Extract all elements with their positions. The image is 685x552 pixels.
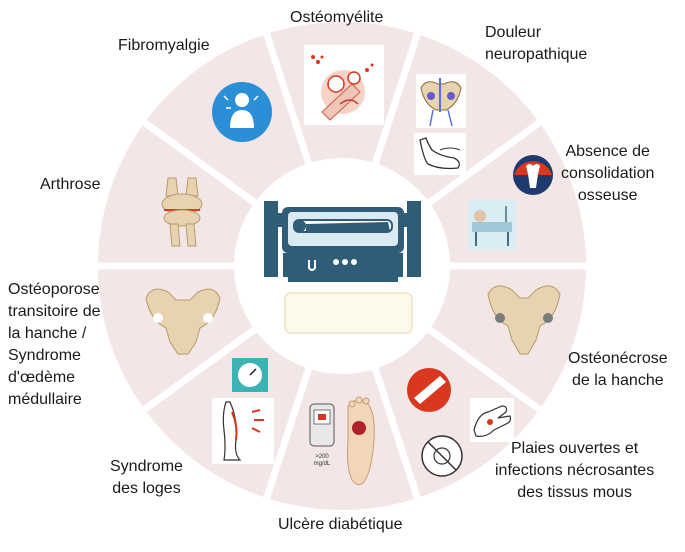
leg-pain-icon [212, 398, 274, 464]
label-line: neuropathique [485, 46, 588, 63]
wheel-dividers [98, 32, 586, 500]
label-line: de la hanche [571, 372, 664, 389]
glucometer-icon: >200 mg/dL [309, 403, 335, 467]
label-line: des loges [112, 480, 181, 497]
label-ulcere-diabetique: Ulcère diabétique [278, 514, 403, 536]
label-line: transitoire de [8, 303, 101, 320]
label-osteoporose: Ostéoporose transitoire de la hanche / S… [8, 279, 101, 411]
hyperbaric-chamber-icon [264, 201, 421, 282]
glucometer-value: >200 [315, 454, 329, 460]
label-line: Arthrose [40, 176, 101, 193]
label-plaies: Plaies ouvertes et infections nécrosante… [495, 438, 654, 504]
pelvis-icon [487, 285, 561, 355]
knee-joint-icon [161, 177, 203, 247]
label-line: Douleur [485, 24, 542, 41]
label-line: Ostéonécrose [568, 350, 668, 367]
label-line: Absence de [565, 143, 650, 160]
label-arthrose: Arthrose [40, 174, 100, 196]
label-douleur-neuropathique: Douleur neuropathique [485, 22, 587, 66]
label-line: Ostéomyélite [290, 9, 384, 26]
label-syndrome-loges: Syndrome des loges [110, 456, 183, 500]
body-pain-icon [212, 82, 272, 142]
wheel-divider [142, 326, 257, 413]
label-line: Ostéoporose [8, 281, 100, 298]
wheel-divider [142, 119, 257, 206]
glucometer-unit: mg/dL [314, 461, 331, 467]
hospital-bed-icon [468, 200, 516, 250]
pelvis-nerve-icon [416, 74, 466, 128]
bone-infection-icon [304, 45, 384, 125]
label-osteomyelite: Ostéomyélite [290, 7, 383, 29]
pressure-gauge-icon [232, 358, 268, 392]
label-line: Plaies ouvertes et [511, 440, 639, 457]
foot-ulcer-icon [347, 396, 375, 486]
label-line: médullaire [8, 391, 82, 408]
label-line: Fibromyalgie [118, 37, 210, 54]
label-absence-consolidation: Absence de consolidation osseuse [561, 141, 654, 207]
label-line: Ulcère diabétique [278, 516, 403, 533]
wheel-divider [372, 32, 421, 165]
label-line: Syndrome [110, 458, 183, 475]
broken-bone-icon [513, 155, 553, 195]
label-osteonecrose: Ostéonécrose de la hanche [568, 348, 668, 392]
label-line: des tissus mous [517, 484, 632, 501]
label-line: infections nécrosantes [495, 462, 655, 479]
wound-hand-icon [470, 398, 514, 442]
label-line: consolidation [561, 165, 655, 182]
hip-pelvis-icon [145, 288, 221, 355]
wheel-divider [372, 367, 421, 500]
wheel-divider [263, 367, 312, 500]
wheel-divider [427, 119, 542, 206]
foot-icon [414, 133, 466, 175]
label-line: osseuse [577, 187, 638, 204]
center-label-panel [284, 292, 413, 334]
label-line: Syndrome [8, 347, 81, 364]
label-line: la hanche / [8, 325, 87, 342]
no-bacteria-icon [421, 435, 463, 477]
wheel-divider [427, 326, 542, 413]
label-line: d'œdème [8, 369, 76, 386]
label-fibromyalgie: Fibromyalgie [118, 35, 210, 57]
skin-lesion-icon [407, 368, 451, 412]
wheel-divider [263, 32, 312, 165]
